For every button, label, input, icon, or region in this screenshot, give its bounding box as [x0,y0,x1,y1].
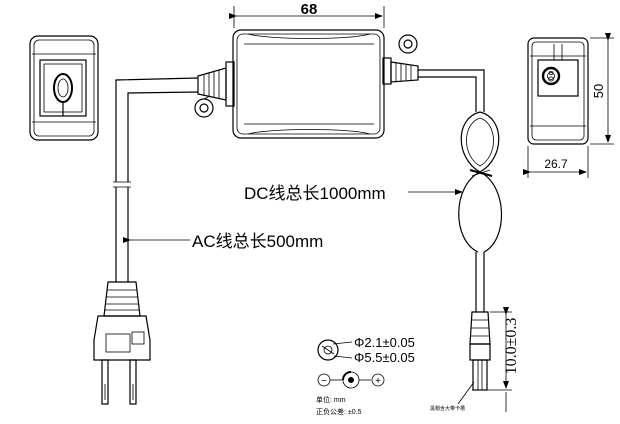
dc-cable [408,69,503,312]
inner-diameter: Φ2.1±0.05 [354,335,415,350]
height-label: 50 [591,84,606,98]
ac-strain-relief [194,67,227,118]
right-end-view [527,37,589,145]
plug-note: 黑帽含大带卡槽 [430,405,465,412]
svg-text:−: − [321,376,327,387]
connector-legend: Φ2.1±0.05 Φ5.5±0.05 − + [317,335,415,389]
ac-cable [113,77,199,282]
depth-label: 26.7 [544,157,568,171]
ac-length-label: AC线总长500mm [192,232,323,251]
width-dimension: 68 [229,1,385,28]
outer-diameter: Φ5.5±0.05 [354,350,415,365]
dc-length-label: DC线总长1000mm [244,184,386,203]
plug-length-label: 10.0±0.3 [503,318,520,375]
ac-plug [93,281,151,405]
plus-terminal-icon [371,373,385,387]
depth-dimension: 26.7 [523,146,589,178]
unit-note: 单位: mm [316,395,346,404]
dc-plug [469,311,492,391]
width-label: 68 [301,1,318,18]
height-dimension: 50 [590,33,614,145]
left-end-view [29,35,99,141]
adapter-body [225,29,392,139]
svg-text:+: + [375,376,381,387]
tolerance-note: 正负公差: ±0.5 [316,407,362,416]
dc-strain-relief [390,34,419,83]
plug-length-dimension: 10.0±0.3 [490,307,520,412]
